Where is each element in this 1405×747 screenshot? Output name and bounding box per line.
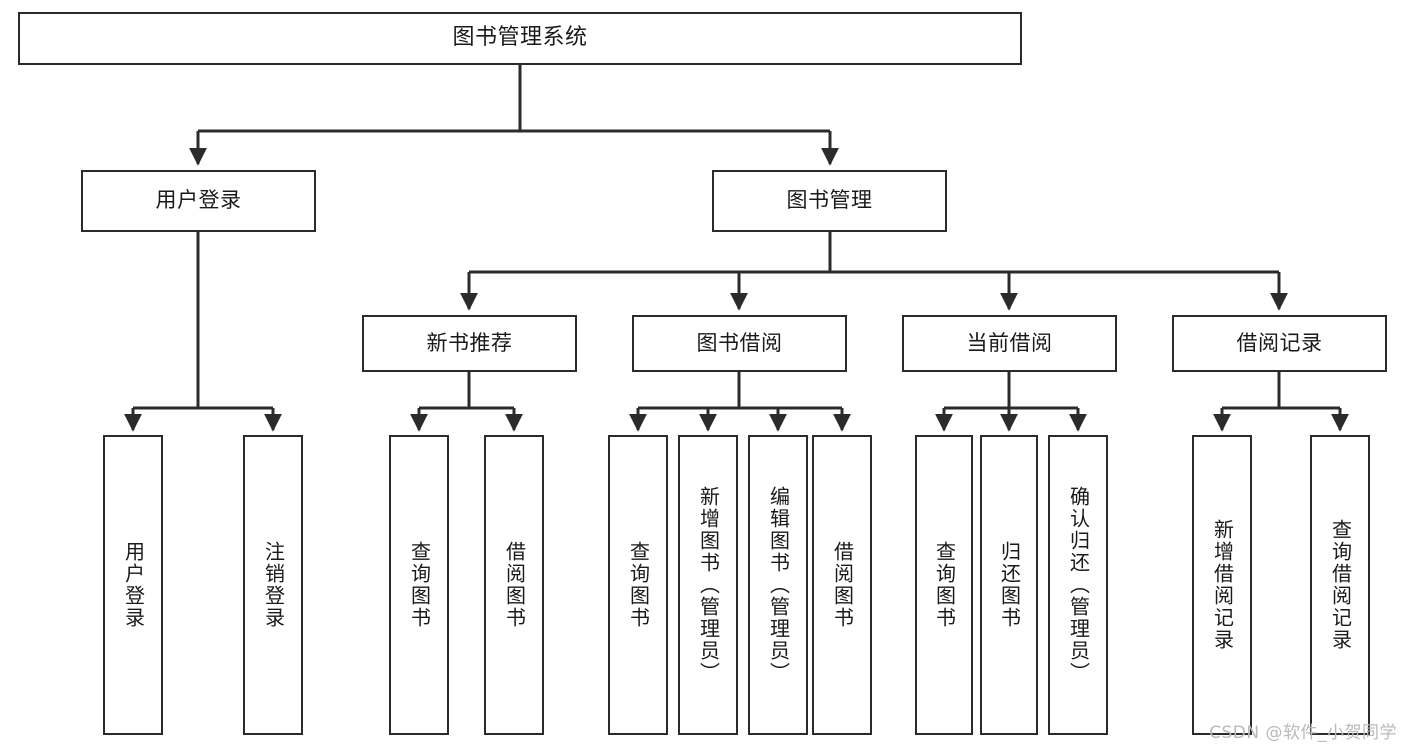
node-book-management[interactable]: 图书管理: [712, 170, 947, 232]
node-book-borrow-label: 图书借阅: [696, 330, 783, 355]
leaf-query-book-current[interactable]: 查询图书: [915, 435, 973, 735]
leaf-return-book[interactable]: 归还图书: [980, 435, 1038, 735]
leaf-return-book-label: 归还图书: [997, 541, 1022, 629]
node-borrow-record-label: 借阅记录: [1236, 330, 1323, 355]
leaf-query-book-rec-label: 查询图书: [407, 541, 432, 629]
leaf-query-borrow-record-label: 查询借阅记录: [1328, 519, 1353, 651]
node-root[interactable]: 图书管理系统: [18, 12, 1022, 65]
node-root-label: 图书管理系统: [452, 25, 588, 51]
leaf-borrow-book-rec[interactable]: 借阅图书: [484, 435, 544, 735]
leaf-borrow-book-rec-label: 借阅图书: [502, 541, 527, 629]
leaf-add-borrow-record-label: 新增借阅记录: [1210, 519, 1235, 651]
leaf-add-borrow-record[interactable]: 新增借阅记录: [1192, 435, 1252, 735]
leaf-query-book-borrow[interactable]: 查询图书: [608, 435, 668, 735]
leaf-edit-book-admin-label: 编辑图书（管理员）: [766, 486, 791, 684]
node-current-borrow-label: 当前借阅: [966, 330, 1053, 355]
leaf-borrow-book[interactable]: 借阅图书: [812, 435, 872, 735]
node-new-book-recommend-label: 新书推荐: [426, 330, 513, 355]
leaf-query-book-rec[interactable]: 查询图书: [389, 435, 449, 735]
watermark: CSDN @软件_小贺同学: [1209, 723, 1397, 743]
leaf-logout-label: 注销登录: [261, 541, 286, 629]
node-new-book-recommend[interactable]: 新书推荐: [362, 315, 577, 372]
leaf-confirm-return-admin[interactable]: 确认归还（管理员）: [1048, 435, 1108, 735]
node-book-management-label: 图书管理: [786, 188, 873, 213]
leaf-edit-book-admin[interactable]: 编辑图书（管理员）: [748, 435, 808, 735]
leaf-add-book-admin[interactable]: 新增图书（管理员）: [678, 435, 738, 735]
node-borrow-record[interactable]: 借阅记录: [1172, 315, 1387, 372]
leaf-query-book-borrow-label: 查询图书: [626, 541, 651, 629]
leaf-user-login-label: 用户登录: [121, 541, 146, 629]
leaf-borrow-book-label: 借阅图书: [830, 541, 855, 629]
leaf-user-login[interactable]: 用户登录: [103, 435, 163, 735]
leaf-logout[interactable]: 注销登录: [243, 435, 303, 735]
node-user-login-label: 用户登录: [155, 188, 242, 213]
node-current-borrow[interactable]: 当前借阅: [902, 315, 1117, 372]
node-book-borrow[interactable]: 图书借阅: [632, 315, 847, 372]
leaf-query-book-current-label: 查询图书: [932, 541, 957, 629]
leaf-add-book-admin-label: 新增图书（管理员）: [696, 486, 721, 684]
node-user-login[interactable]: 用户登录: [81, 170, 316, 232]
leaf-confirm-return-admin-label: 确认归还（管理员）: [1066, 486, 1091, 684]
leaf-query-borrow-record[interactable]: 查询借阅记录: [1310, 435, 1370, 735]
